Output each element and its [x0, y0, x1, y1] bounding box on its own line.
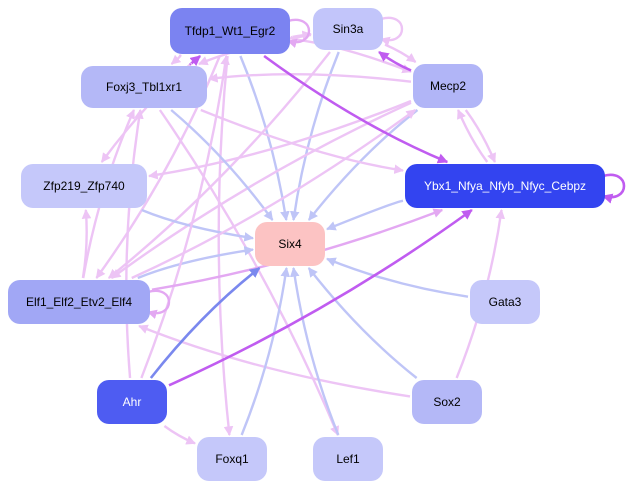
edge-tfdp1-to-foxj3 [170, 54, 182, 65]
node-label: Six4 [278, 237, 302, 251]
node-six4[interactable]: Six4 [255, 222, 325, 266]
node-label: Ybx1_Nfya_Nfyb_Nfyc_Cebpz [424, 179, 586, 193]
node-label: Elf1_Elf2_Etv2_Elf4 [26, 295, 132, 309]
edge-ahr-to-tfdp1 [140, 55, 230, 379]
node-sox2[interactable]: Sox2 [412, 380, 482, 424]
edge-mecp2-to-zfp219 [148, 99, 412, 180]
node-box [412, 380, 482, 424]
edge-lef1-to-six4 [289, 267, 340, 436]
node-label: Mecp2 [430, 79, 466, 93]
edge-ahr-to-six4 [149, 266, 261, 379]
edge-sox2-to-six4 [307, 267, 418, 379]
edge-mecp2-to-foxj3 [208, 73, 412, 83]
node-label: Sox2 [433, 395, 461, 409]
edge-tfdp1-to-ybx1 [263, 54, 449, 164]
edge-foxj3-to-ybx1 [200, 108, 404, 174]
edge-mecp2-to-six4 [307, 109, 419, 221]
edge-ahr-to-foxj3 [125, 109, 144, 379]
node-elf1[interactable]: Elf1_Elf2_Etv2_Elf4 [8, 280, 150, 324]
edge-mecp2-to-elf1 [110, 101, 412, 279]
node-mecp2[interactable]: Mecp2 [413, 64, 483, 108]
node-lef1[interactable]: Lef1 [313, 437, 383, 481]
node-box [197, 437, 267, 481]
node-label: Zfp219_Zfp740 [43, 179, 125, 193]
node-sin3a[interactable]: Sin3a [313, 8, 383, 50]
node-box [8, 280, 150, 324]
node-box [170, 8, 290, 54]
node-label: Foxj3_Tbl1xr1 [106, 80, 182, 94]
edge-mecp2-to-ybx1 [464, 109, 496, 163]
edge-gata3-to-six4 [326, 257, 469, 298]
node-foxq1[interactable]: Foxq1 [197, 437, 267, 481]
node-box [313, 437, 383, 481]
edge-tfdp1-to-foxq1 [217, 55, 234, 436]
edge-mecp2-to-sin3a [378, 50, 412, 72]
edge-elf1-to-mecp2 [131, 109, 417, 280]
node-box [81, 66, 207, 108]
edge-ybx1-to-mecp2 [457, 109, 489, 163]
node-label: Gata3 [489, 295, 522, 309]
node-box [97, 380, 167, 424]
node-label: Foxq1 [215, 452, 249, 466]
node-box [413, 64, 483, 108]
node-ahr[interactable]: Ahr [97, 380, 167, 424]
edge-elf1-to-six4 [137, 246, 254, 280]
node-foxj3[interactable]: Foxj3_Tbl1xr1 [81, 66, 207, 108]
edge-ahr-to-foxq1 [163, 425, 196, 445]
edge-foxq1-to-six4 [240, 267, 291, 436]
node-gata3[interactable]: Gata3 [470, 280, 540, 324]
node-label: Ahr [123, 395, 142, 409]
node-box [255, 222, 325, 266]
edge-sin3a-to-sin3a [380, 16, 404, 46]
edge-tfdp1-to-tfdp1 [287, 18, 311, 48]
node-label: Sin3a [333, 22, 364, 36]
edge-sin3a-to-six4 [289, 51, 340, 221]
node-tfdp1[interactable]: Tfdp1_Wt1_Egr2 [170, 8, 290, 54]
node-box [313, 8, 383, 50]
node-box [470, 280, 540, 324]
edge-elf1-to-elf1 [147, 289, 171, 319]
node-label: Lef1 [336, 452, 360, 466]
node-box [21, 164, 147, 208]
node-zfp219[interactable]: Zfp219_Zfp740 [21, 164, 147, 208]
edge-foxj3-to-six4 [170, 109, 274, 221]
edges-layer [81, 16, 626, 445]
node-label: Tfdp1_Wt1_Egr2 [185, 24, 276, 38]
edge-ybx1-to-six4 [326, 199, 404, 231]
edge-sin3a-to-mecp2 [384, 43, 417, 63]
edge-tfdp1-to-elf1 [95, 55, 221, 279]
node-box [405, 164, 605, 208]
edge-ybx1-to-ybx1 [601, 173, 626, 204]
edge-ahr-to-ybx1 [168, 208, 473, 387]
node-ybx1[interactable]: Ybx1_Nfya_Nfyb_Nfyc_Cebpz [405, 164, 605, 208]
